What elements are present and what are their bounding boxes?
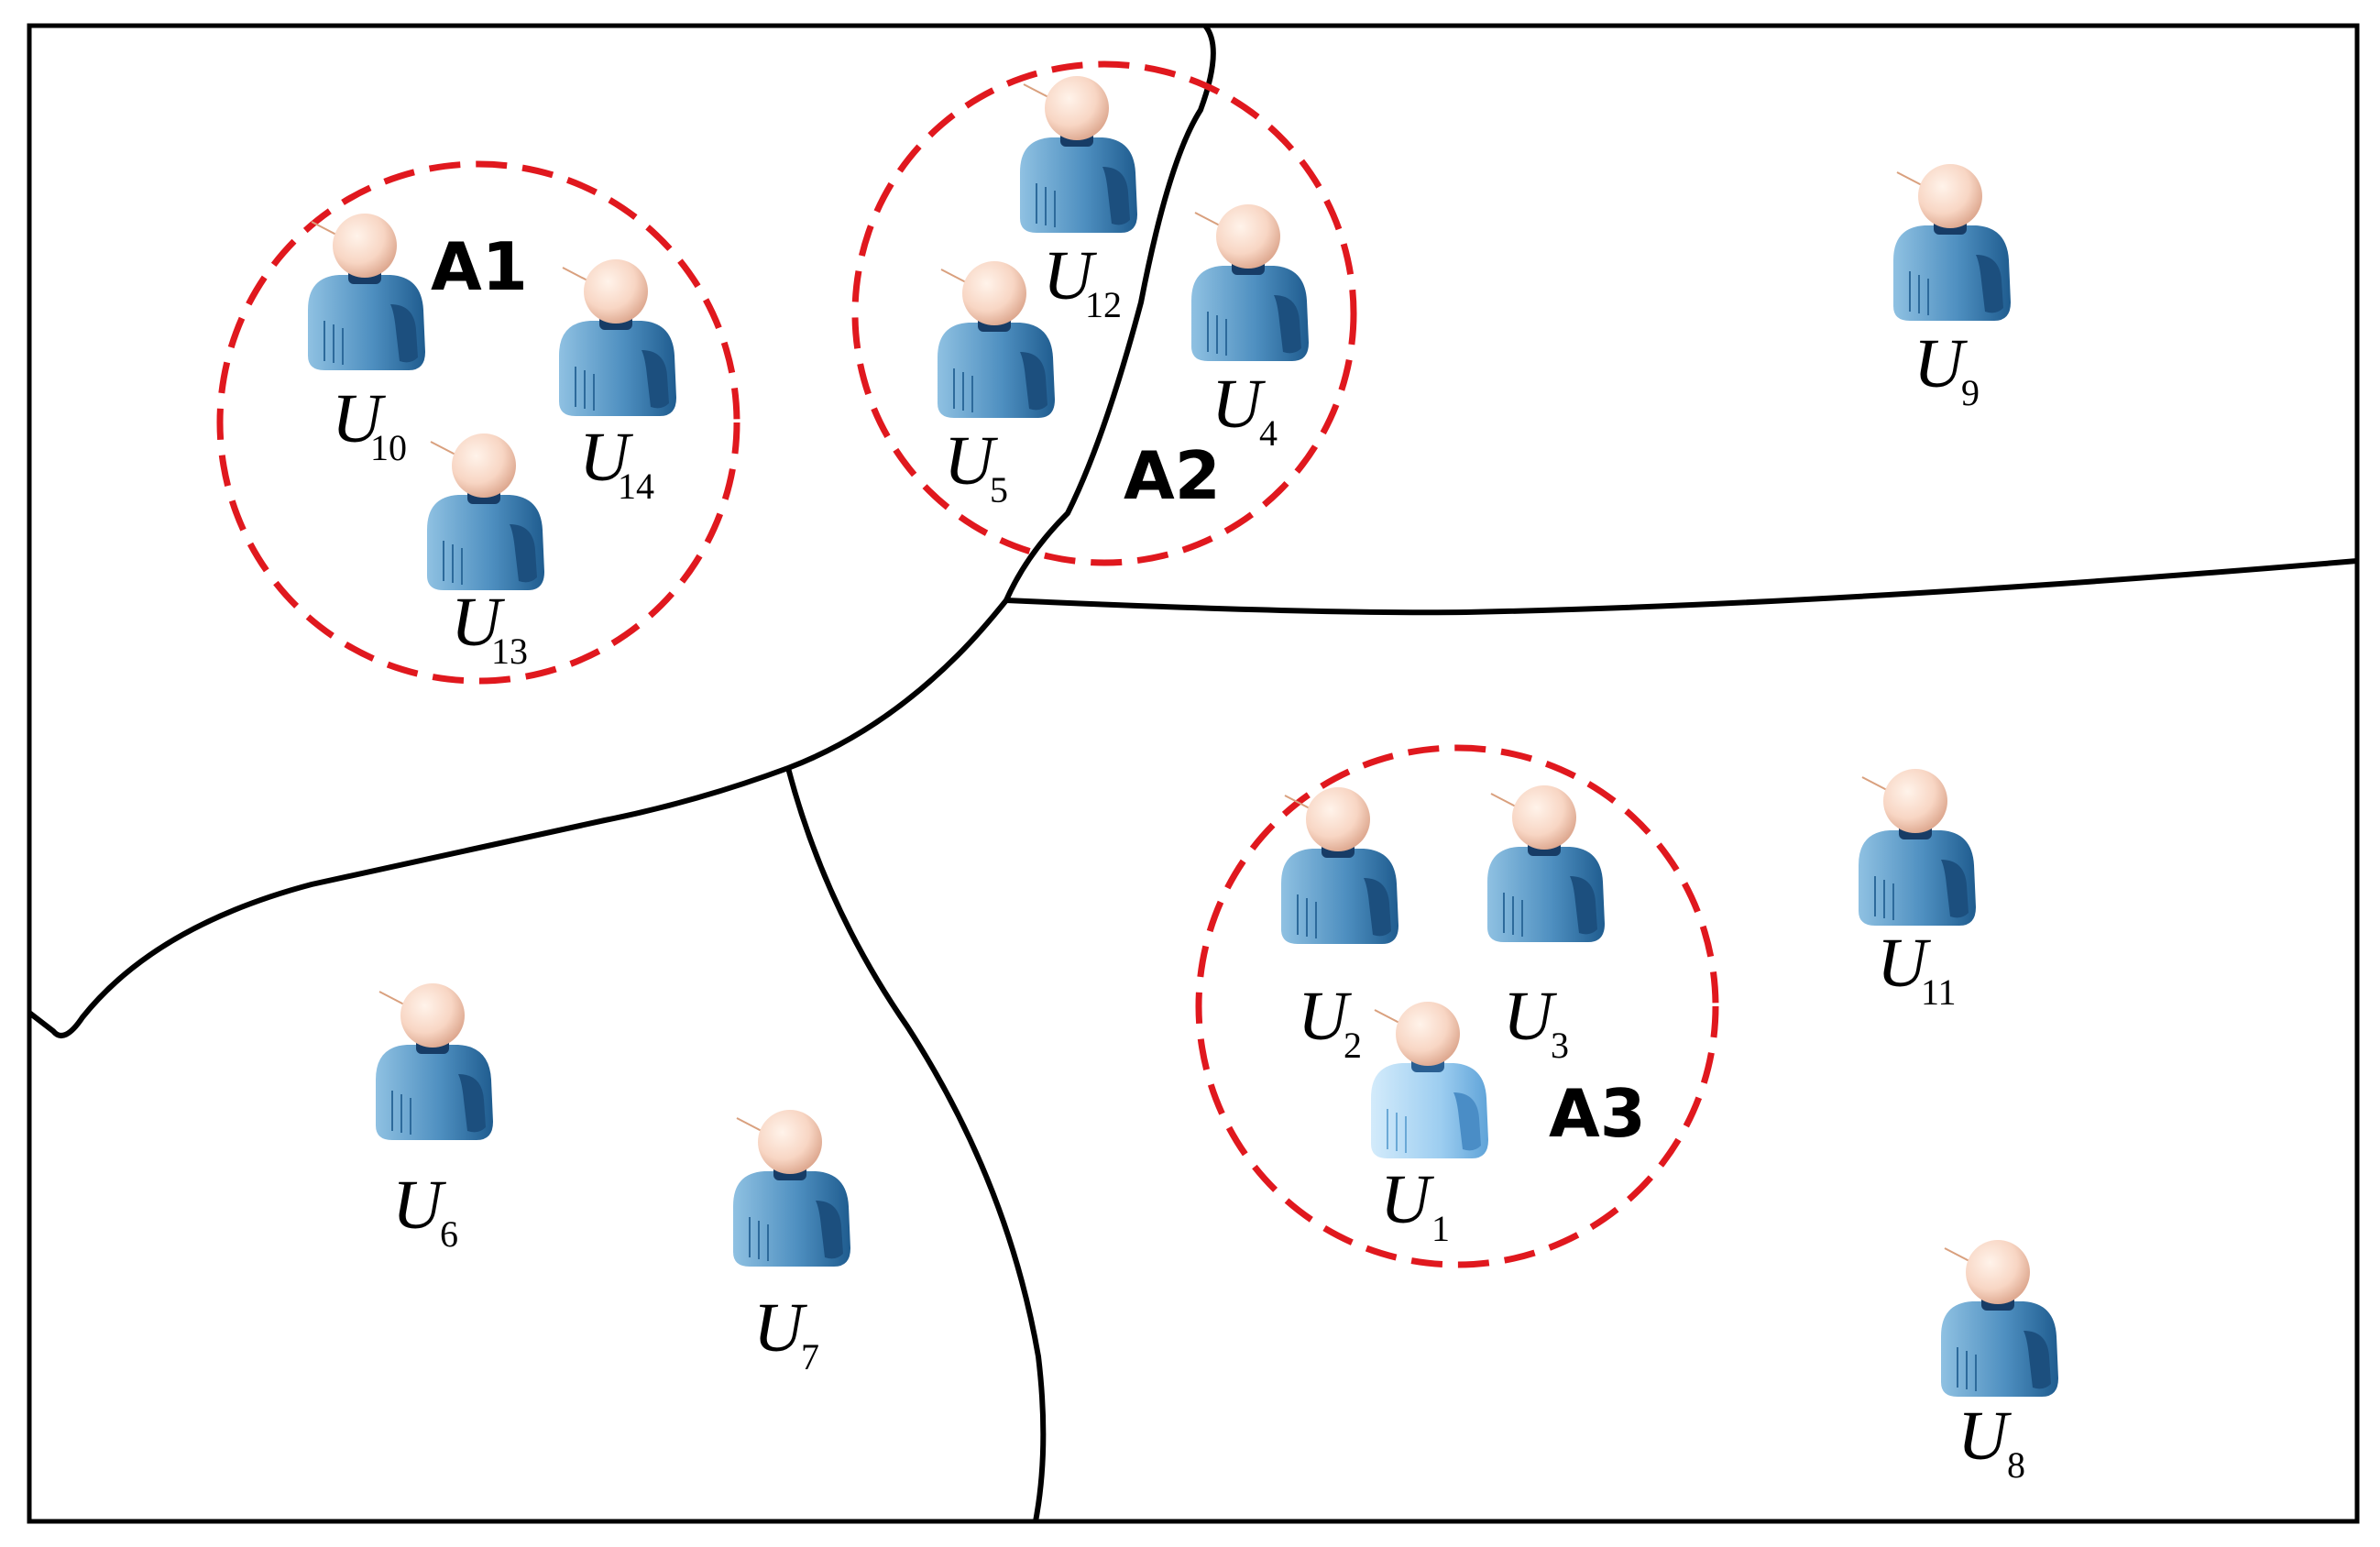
user-person-icon [375, 982, 494, 1141]
user-subscript: 2 [1344, 1025, 1362, 1066]
user-label: U [1043, 237, 1097, 314]
user-u2: U 2 [1280, 786, 1399, 1066]
user-label: U [944, 422, 998, 499]
cluster-label-a1: A1 [431, 228, 528, 305]
user-label: U [392, 1167, 446, 1244]
user-subscript: 13 [491, 631, 528, 672]
user-u13: U 13 [426, 433, 545, 672]
user-person-icon [558, 258, 677, 417]
user-subscript: 8 [2007, 1444, 2025, 1486]
boundary-east [1005, 558, 2358, 616]
user-u14: U 14 [558, 258, 677, 507]
user-label: U [1958, 1398, 2012, 1475]
boundary-north-south [27, 598, 1009, 1038]
user-subscript: 10 [370, 427, 407, 468]
user-u7: U 7 [732, 1109, 851, 1377]
user-label: U [1503, 978, 1557, 1055]
user-u12: U 12 [1019, 75, 1138, 325]
user-u6: U 6 [375, 982, 494, 1255]
cluster-label-a3: A3 [1549, 1075, 1646, 1152]
user-subscript: 1 [1431, 1208, 1450, 1249]
user-label: U [1914, 325, 1968, 402]
user-label: U [332, 380, 386, 457]
user-u4: U 4 [1190, 203, 1310, 454]
user-subscript: 9 [1961, 372, 1980, 413]
region-border [27, 23, 2360, 1524]
user-u8: U 8 [1940, 1239, 2059, 1486]
boundary-a1-a2 [1004, 24, 1216, 602]
user-u3: U 3 [1486, 784, 1606, 1066]
user-subscript: 4 [1259, 412, 1278, 454]
cluster-a2-circle [851, 60, 1357, 566]
user-person-icon [732, 1109, 851, 1267]
user-subscript: 12 [1085, 284, 1122, 325]
user-u9: U 9 [1892, 163, 2012, 413]
cluster-label-a2: A2 [1124, 437, 1221, 514]
user-label: U [1380, 1161, 1434, 1238]
user-person-icon [1370, 1001, 1489, 1159]
user-person-icon [1940, 1239, 2059, 1398]
user-subscript: 7 [801, 1336, 819, 1377]
user-subscript: 3 [1551, 1025, 1569, 1066]
user-subscript: 6 [440, 1213, 458, 1255]
region-boundaries [27, 24, 2358, 1522]
cluster-a3-circle [1195, 744, 1719, 1268]
user-person-icon [1190, 203, 1310, 362]
cluster-a1-circle [216, 160, 740, 685]
user-label: U [451, 584, 505, 661]
user-label: U [1877, 925, 1931, 1002]
user-subscript: 11 [1921, 971, 1957, 1013]
user-person-icon [1280, 786, 1399, 945]
user-u5: U 5 [937, 260, 1056, 510]
user-person-icon [1486, 784, 1606, 943]
user-u11: U 11 [1858, 768, 1977, 1013]
user-person-icon [426, 433, 545, 591]
user-label: U [1212, 366, 1266, 443]
user-label: U [753, 1289, 807, 1366]
user-person-icon [1858, 768, 1977, 927]
user-label: U [579, 419, 633, 496]
user-u1: U 1 [1370, 1001, 1489, 1249]
user-person-icon [1892, 163, 2012, 322]
user-person-icon [937, 260, 1056, 419]
user-u10: U 10 [307, 213, 426, 468]
user-subscript: 5 [990, 469, 1008, 510]
user-subscript: 14 [618, 466, 654, 507]
user-person-icon [1019, 75, 1138, 234]
boundary-south [785, 767, 1047, 1522]
user-person-icon [307, 213, 426, 371]
user-label: U [1298, 978, 1352, 1055]
cluster-circles [216, 60, 1719, 1268]
